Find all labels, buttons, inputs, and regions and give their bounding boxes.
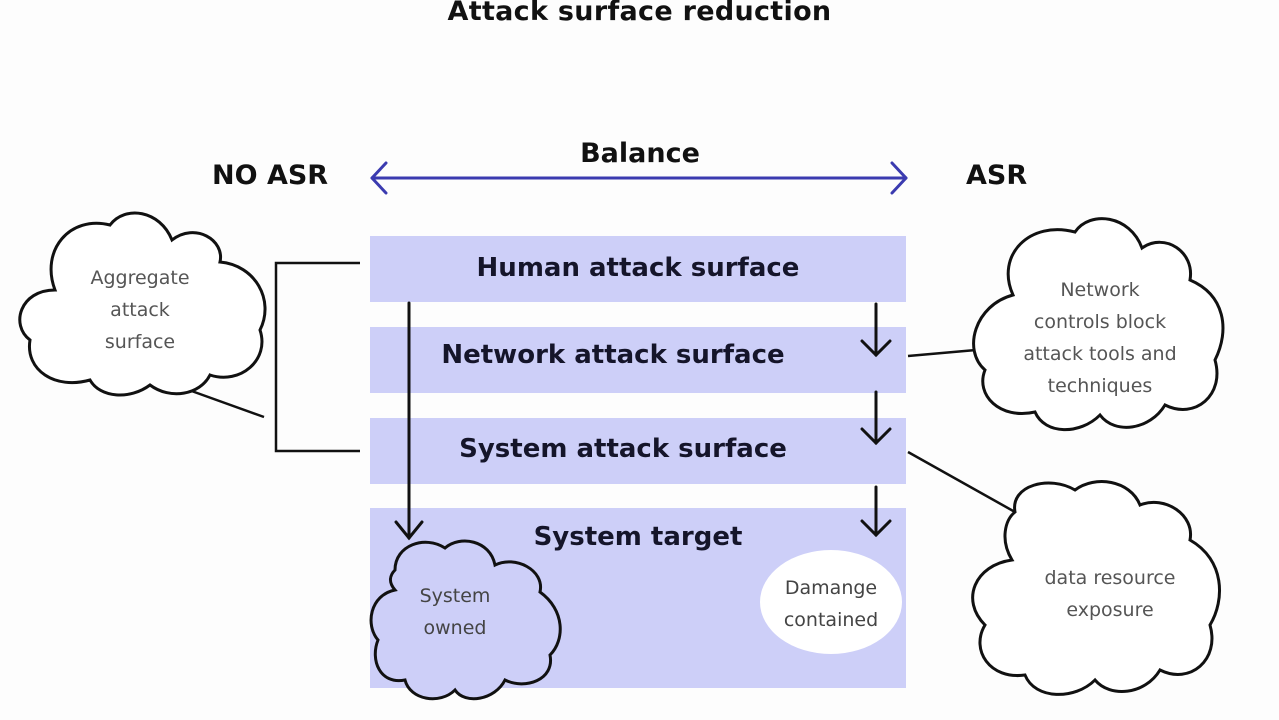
network-controls-line-4: techniques (1047, 375, 1153, 397)
diagram-title: Attack surface reduction (447, 0, 832, 27)
asr-step-arrow-2 (860, 390, 892, 446)
balance-double-arrow (370, 161, 908, 195)
asr-label: ASR (966, 160, 1028, 191)
no-asr-label: NO ASR (212, 160, 329, 191)
cloud-aggregate-icon (18, 211, 267, 397)
data-exposure-callout-text: data resource exposure (1000, 562, 1220, 626)
aggregate-line-3: surface (104, 331, 176, 353)
aggregate-callout-text: Aggregate attack surface (50, 262, 230, 358)
network-controls-line-2: controls block (1033, 311, 1167, 333)
data-exposure-line-1: data resource (1044, 567, 1176, 589)
damage-contained-line-2: contained (783, 609, 879, 631)
asr-step-arrow-3 (860, 485, 892, 538)
network-controls-callout-text: Network controls block attack tools and … (990, 274, 1210, 402)
data-exposure-connector (907, 450, 1016, 514)
band-label-network: Network attack surface (441, 340, 785, 370)
cloud-system-owned-icon (369, 539, 562, 701)
band-network-attack-surface: Network attack surface (370, 327, 906, 393)
aggregate-line-2: attack (110, 299, 170, 321)
aggregate-bracket (185, 261, 360, 453)
balance-label: Balance (580, 138, 700, 169)
network-controls-line-1: Network (1060, 279, 1140, 301)
damage-contained-line-1: Damange (784, 577, 878, 599)
asr-step-arrow-1 (860, 302, 892, 358)
cloud-data-exposure-icon (971, 480, 1221, 696)
band-human-attack-surface: Human attack surface (370, 236, 906, 302)
system-owned-text: System owned (390, 580, 520, 644)
data-exposure-line-2: exposure (1066, 599, 1154, 621)
cloud-network-controls-icon (972, 217, 1225, 432)
no-asr-path-arrow (394, 301, 424, 541)
damage-contained-text: Damange contained (760, 572, 902, 636)
band-label-target: System target (533, 522, 743, 552)
network-callout-connector (907, 348, 977, 358)
network-controls-line-3: attack tools and (1023, 343, 1177, 365)
band-label-human: Human attack surface (476, 253, 800, 283)
aggregate-line-1: Aggregate (90, 267, 190, 289)
band-system-attack-surface: System attack surface (370, 418, 906, 484)
aggregate-connector-line (185, 387, 265, 419)
band-label-system: System attack surface (459, 434, 787, 464)
system-owned-line-2: owned (423, 617, 487, 639)
system-owned-line-1: System (419, 585, 491, 607)
damage-contained-ellipse (760, 550, 902, 654)
